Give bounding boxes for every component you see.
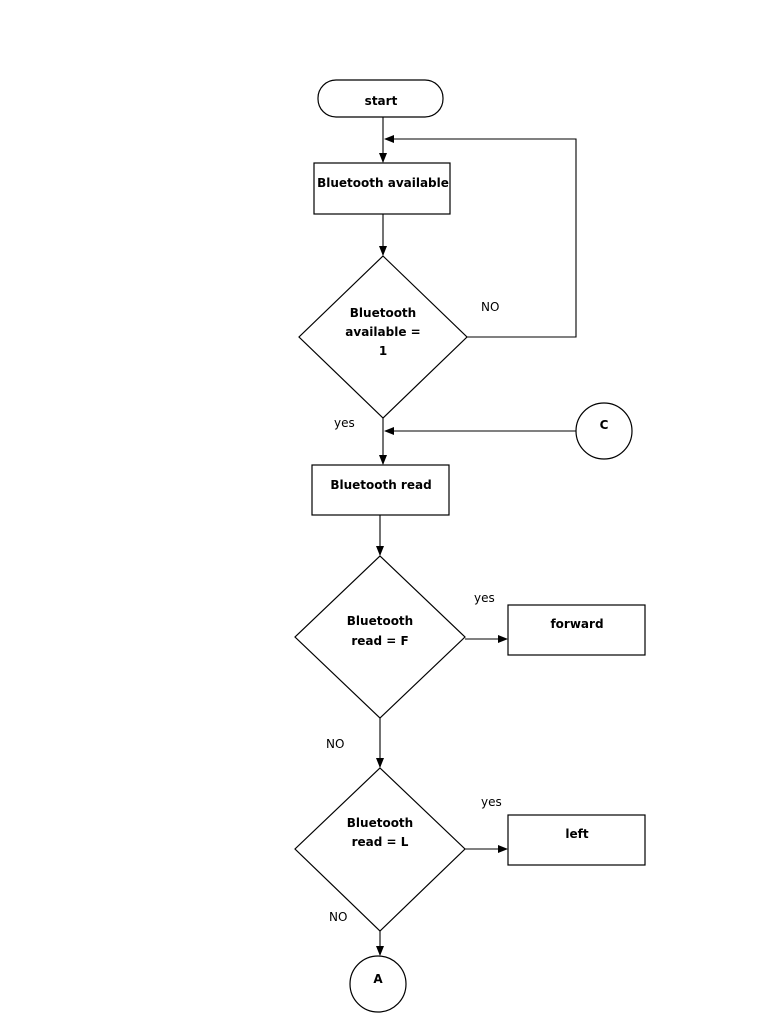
edge-label-dec2-yes: yes	[474, 591, 495, 605]
bluetooth-read-label: Bluetooth read	[330, 478, 431, 492]
edge-label-dec3-no: NO	[329, 910, 347, 924]
connector-a	[349, 955, 407, 1013]
decision2-line1: Bluetooth	[347, 614, 413, 628]
decision1-line3: 1	[379, 344, 387, 358]
bluetooth-available-box	[313, 162, 451, 215]
left-box	[507, 814, 646, 866]
decision1-line2: available =	[345, 325, 420, 339]
edge-label-dec2-no: NO	[326, 737, 344, 751]
forward-label: forward	[550, 617, 603, 631]
start-label: start	[365, 94, 398, 108]
connector-c-label: C	[600, 418, 609, 432]
edge-label-dec1-yes: yes	[334, 416, 355, 430]
left-label: left	[565, 827, 588, 841]
edge-dec1-no-loop	[384, 135, 577, 338]
bluetooth-available-label: Bluetooth available	[317, 176, 449, 190]
forward-box	[507, 604, 646, 656]
decision1-line1: Bluetooth	[350, 306, 416, 320]
bluetooth-read-box	[311, 464, 450, 516]
edge-label-dec1-no: NO	[481, 300, 499, 314]
connector-a-label: A	[373, 972, 383, 986]
edge-label-dec3-yes: yes	[481, 795, 502, 809]
start-terminator	[317, 79, 444, 118]
decision3-line2: read = L	[352, 835, 409, 849]
decision2-line2: read = F	[351, 634, 408, 648]
decision3-line1: Bluetooth	[347, 816, 413, 830]
decision-read-l	[294, 767, 466, 932]
